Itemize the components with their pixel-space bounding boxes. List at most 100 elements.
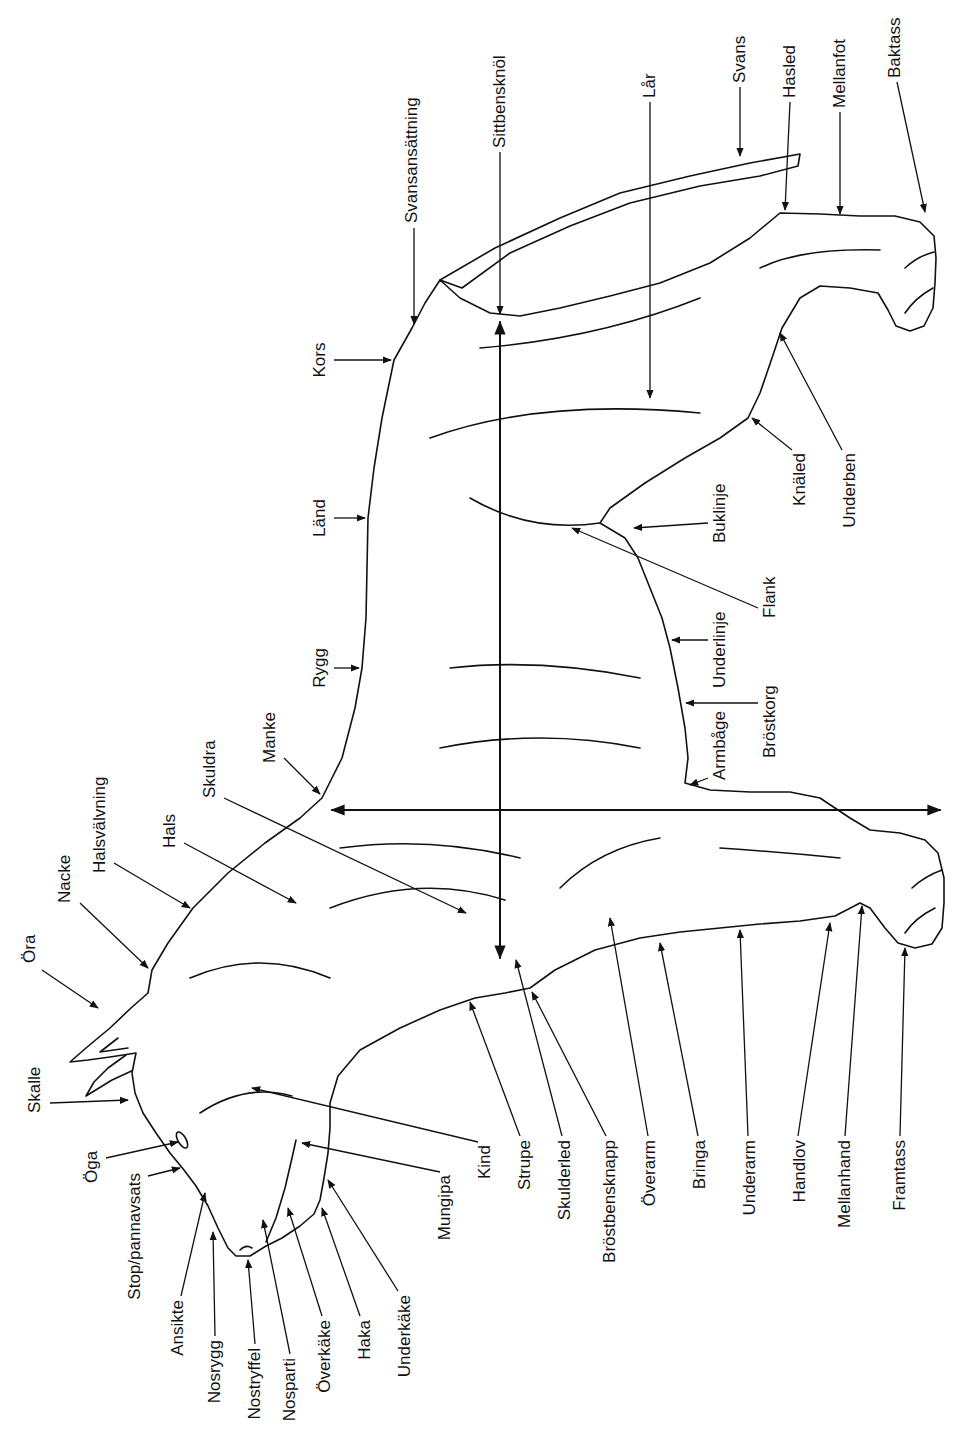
far-ear xyxy=(86,1055,138,1096)
leader-line xyxy=(740,930,748,1136)
leader-line xyxy=(322,1208,360,1316)
leader-line xyxy=(470,1002,520,1136)
part-label: Framtass xyxy=(890,1140,910,1211)
part-label: Underarm xyxy=(740,1140,760,1216)
nostril xyxy=(240,1246,252,1250)
leader-line xyxy=(224,798,466,913)
leader-line xyxy=(785,102,790,210)
part-label: Handlov xyxy=(790,1140,810,1202)
part-label: Skulderled xyxy=(555,1140,575,1220)
part-label: Kind xyxy=(475,1145,495,1179)
leader-line xyxy=(845,906,862,1136)
leader-line xyxy=(184,843,296,903)
leader-line xyxy=(752,418,792,450)
part-label: Hasled xyxy=(780,45,800,98)
tail xyxy=(440,154,800,288)
part-label: Bringa xyxy=(690,1140,710,1189)
part-label: Haka xyxy=(355,1320,375,1360)
part-label: Överarm xyxy=(640,1140,660,1206)
part-label: Flank xyxy=(760,576,780,618)
rib-line xyxy=(450,665,640,678)
length-measure xyxy=(499,322,501,958)
forearm-line xyxy=(720,848,840,858)
part-label: Bröstbensknapp xyxy=(600,1140,620,1263)
part-label: Svans xyxy=(730,36,750,83)
part-label: Nosrygg xyxy=(205,1340,225,1403)
hock-line xyxy=(760,250,880,268)
flank-fold xyxy=(470,498,600,525)
part-label: Nosparti xyxy=(280,1358,300,1421)
part-label: Underben xyxy=(840,453,860,528)
part-label: Baktass xyxy=(885,18,905,78)
rib-line xyxy=(440,738,640,748)
part-label: Sittbensknöl xyxy=(490,55,510,148)
upper-arm-line xyxy=(560,838,660,888)
neck-line xyxy=(190,963,330,978)
leader-line xyxy=(900,948,905,1136)
leader-line xyxy=(839,112,840,214)
leader-line xyxy=(148,1168,180,1176)
leader-lines xyxy=(42,82,925,1354)
leader-line xyxy=(328,1180,398,1291)
part-label: Bröstkorg xyxy=(760,685,780,758)
part-label: Öra xyxy=(20,935,40,963)
leader-line xyxy=(288,1208,322,1316)
shoulder-line xyxy=(340,844,520,858)
leader-line xyxy=(413,228,414,324)
leader-line xyxy=(610,918,648,1136)
thigh-line xyxy=(430,409,700,438)
part-label: Halsvälvning xyxy=(90,777,110,873)
eye xyxy=(174,1130,190,1150)
leader-line xyxy=(80,903,148,968)
part-label: Hals xyxy=(160,814,180,848)
leader-line xyxy=(532,992,606,1136)
part-label: Armbåge xyxy=(710,711,730,780)
leader-line xyxy=(780,333,842,450)
dog-outline xyxy=(70,213,944,1256)
leader-line xyxy=(252,1088,478,1142)
part-label: Rygg xyxy=(310,648,330,688)
ear-inner xyxy=(100,1038,128,1052)
leader-line xyxy=(284,758,320,794)
part-label: Mungipa xyxy=(435,1175,455,1240)
leader-line xyxy=(686,702,758,703)
part-label: Buklinje xyxy=(710,483,730,543)
paw-toes xyxy=(905,870,942,933)
leader-line xyxy=(334,517,365,518)
shoulder-line xyxy=(330,888,505,908)
leader-line xyxy=(42,970,98,1008)
leader-line xyxy=(660,943,698,1136)
leader-line xyxy=(672,639,708,640)
part-label: Skuldra xyxy=(200,740,220,798)
leader-line xyxy=(302,1143,440,1172)
part-label: Mellanfot xyxy=(830,39,850,108)
leader-line xyxy=(649,102,650,398)
leader-line xyxy=(690,778,708,785)
cheek-line xyxy=(200,1092,292,1113)
leader-line xyxy=(50,1100,128,1103)
leader-line xyxy=(572,528,758,608)
height-measure xyxy=(332,809,940,811)
part-label: Öga xyxy=(82,1151,102,1183)
leader-line xyxy=(248,1260,255,1344)
leader-line xyxy=(516,960,562,1136)
leader-line xyxy=(263,1220,290,1354)
part-label: Lår xyxy=(640,73,660,98)
leader-line xyxy=(181,1193,205,1296)
part-label: Ansikte xyxy=(168,1300,188,1356)
part-label: Underlinje xyxy=(710,611,730,688)
part-label: Nostryffel xyxy=(245,1348,265,1420)
leader-line xyxy=(334,667,359,668)
leader-line xyxy=(106,1142,178,1158)
leader-line xyxy=(499,152,500,314)
leader-line xyxy=(798,923,830,1136)
part-label: Underkäke xyxy=(395,1295,415,1377)
part-label: Länd xyxy=(310,499,330,537)
part-label: Svansansättning xyxy=(402,97,422,223)
part-label: Kors xyxy=(310,343,330,378)
leader-line xyxy=(213,1232,215,1336)
leader-line xyxy=(334,359,391,360)
leader-line xyxy=(739,87,740,156)
part-label: Överkäke xyxy=(315,1320,335,1393)
